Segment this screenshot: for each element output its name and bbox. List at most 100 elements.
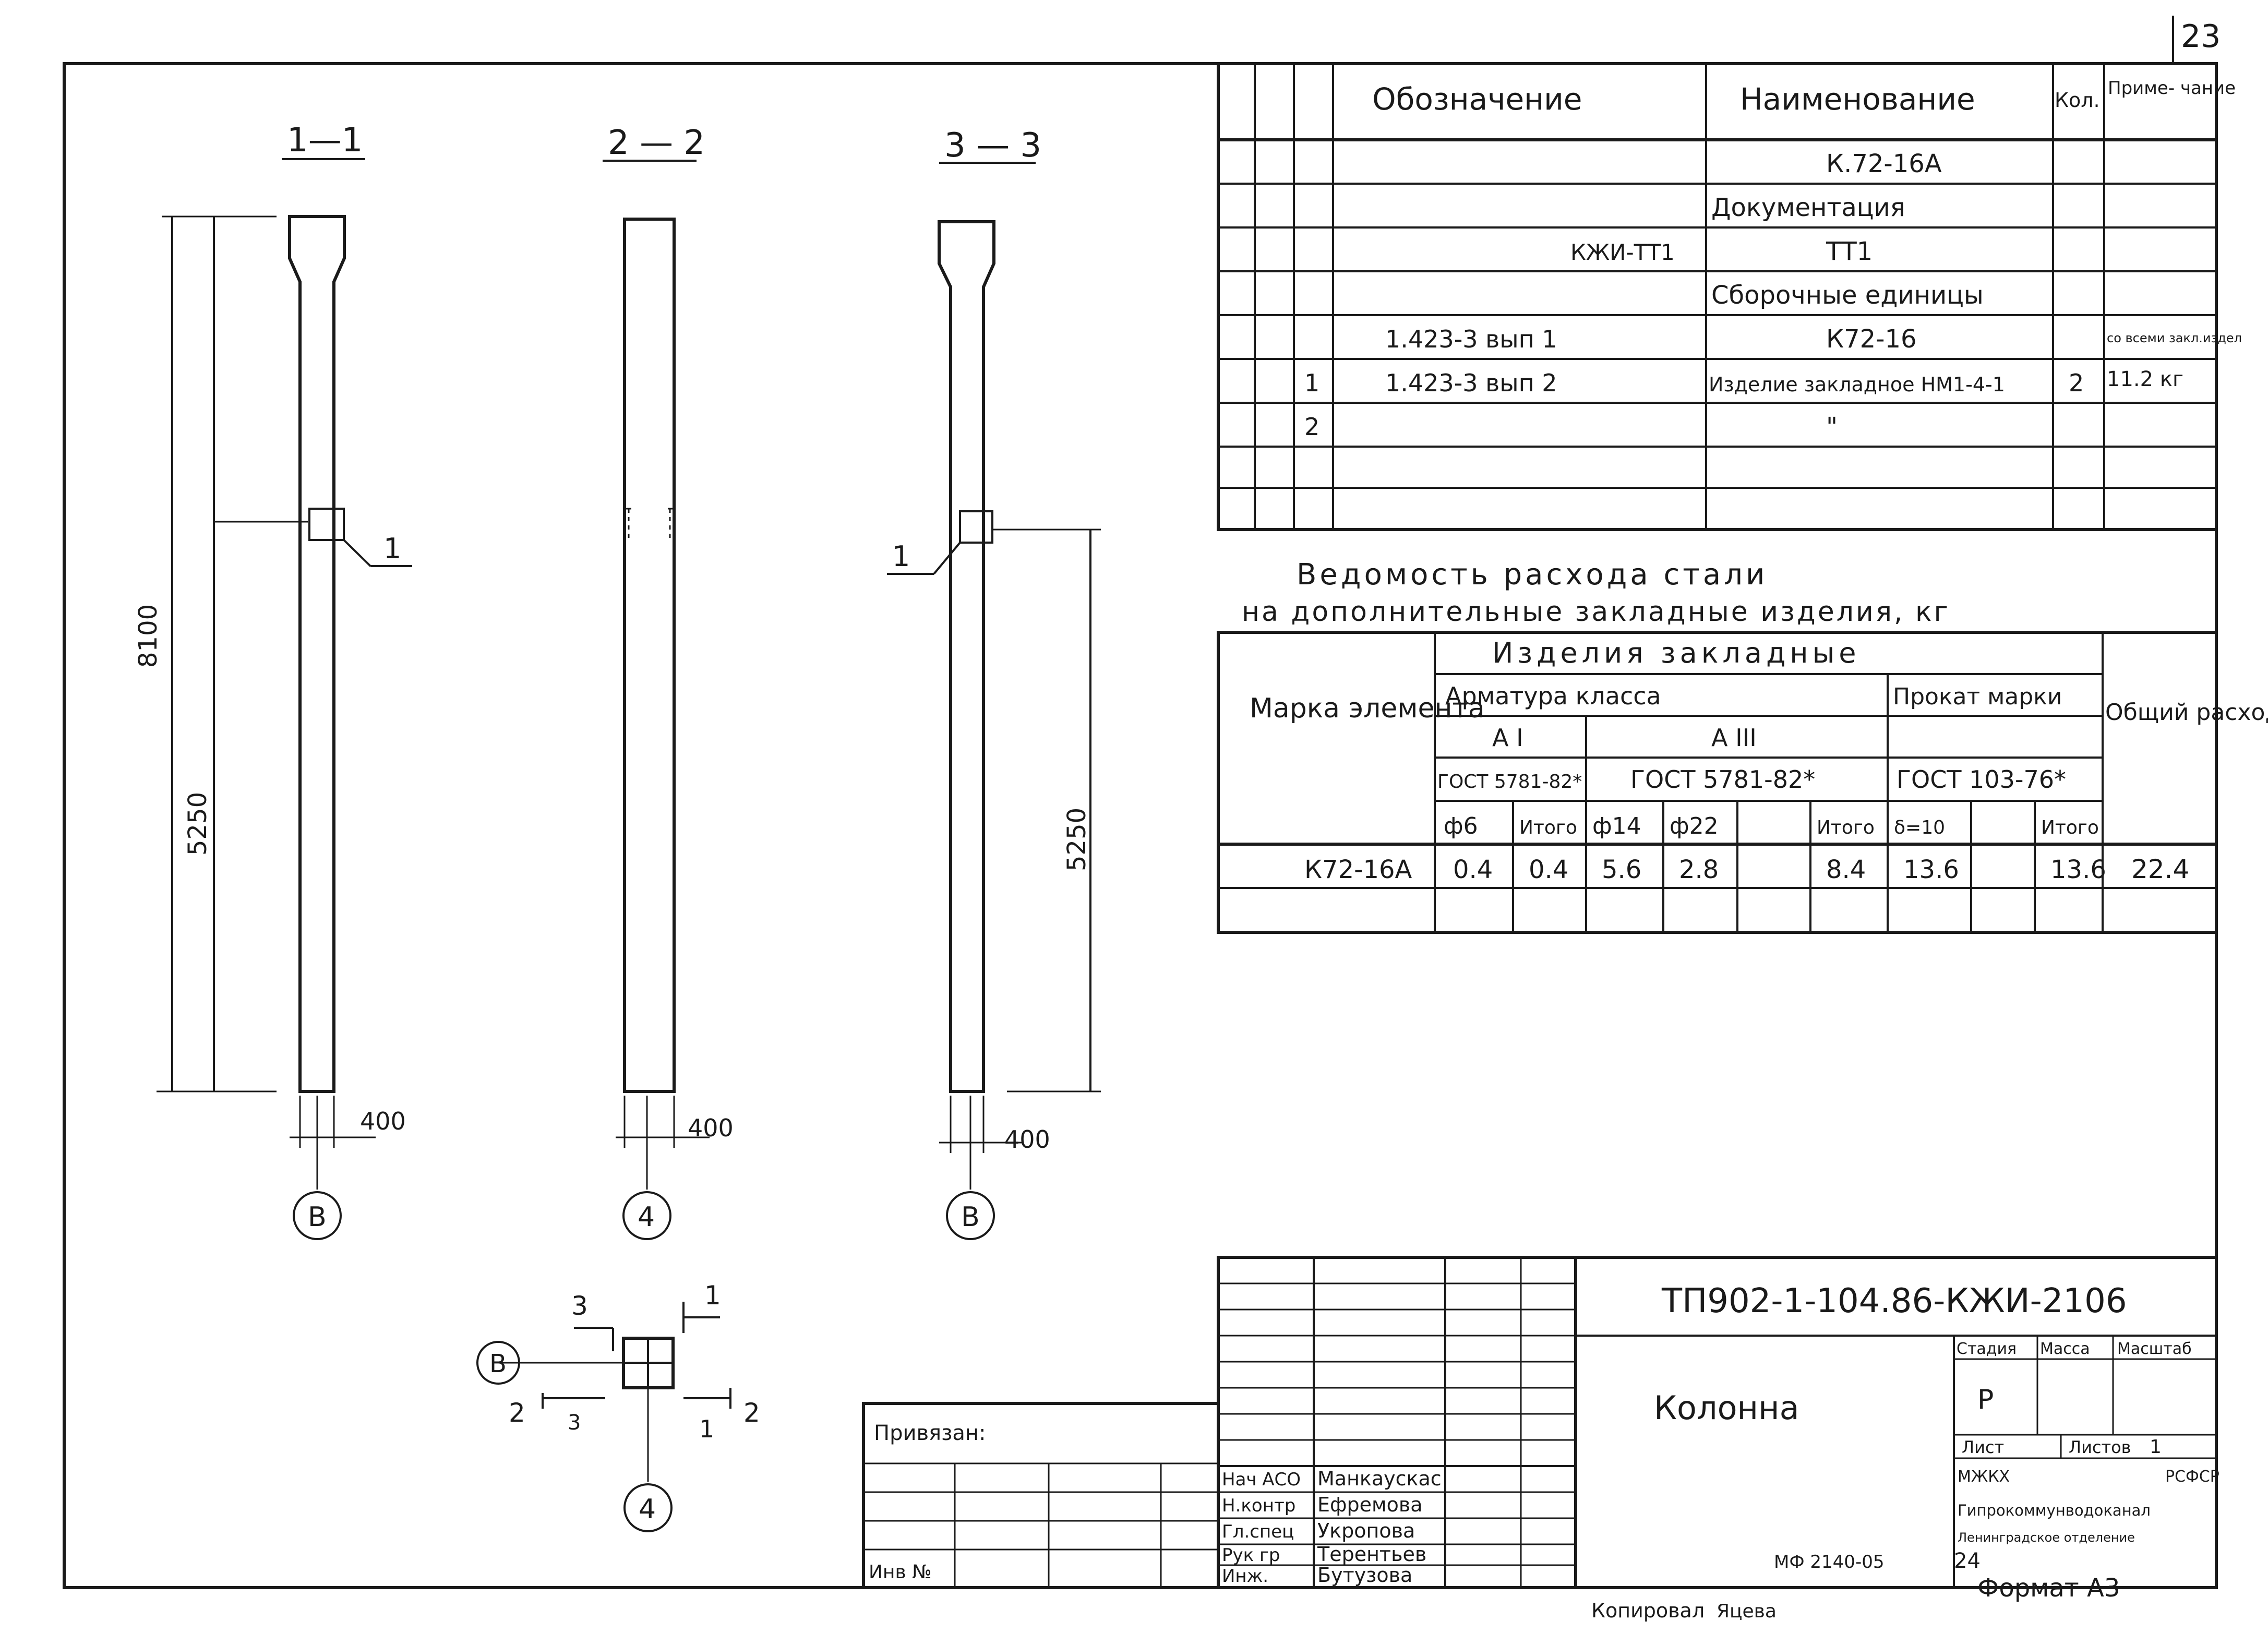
spec-row-name: Изделие закладное НМ1-4-1 [1709,373,2005,396]
dim-5250-sec1: 5250 [183,792,212,856]
axis-b-sec1: В [308,1202,327,1233]
steel-header-rebar: Арматура класса [1445,682,1661,710]
spec-table: Обозначение Наименование Кол. Приме- чан… [1217,62,2236,531]
sheets-label: Листов [2069,1437,2131,1457]
role-person: Манкаускас [1317,1467,1442,1490]
inv-label: Инв № [869,1562,932,1583]
spec-row-name: Документация [1711,193,1905,222]
spec-row-name: Сборочные единицы [1711,281,1984,310]
axis-4-sec2: 4 [638,1202,655,1233]
section-2-2: 2 — 2 400 4 [603,124,734,1240]
steel-row-value: 0.4 [1453,855,1493,884]
role-title: Инж. [1222,1566,1268,1587]
steel-gost-a1: ГОСТ 5781-82* [1437,771,1582,793]
doc-name: Колонна [1654,1389,1799,1427]
dim-5250-sec3: 5250 [1062,808,1091,871]
role-person: Терентьев [1317,1543,1426,1566]
spec-row-pos: 1 [1304,369,1319,397]
plan-cut-3-left: 3 [568,1411,581,1435]
bound-label: Привязан: [874,1421,986,1445]
spec-row-name: К72-16 [1826,325,1917,354]
callout-1-sec1: 1 [383,532,401,565]
spec-row-pos: 2 [1304,413,1319,441]
section-1-1: 1—1 1 8100 5250 400 В [134,121,412,1240]
plan-cut-3-top: 3 [571,1291,588,1321]
steel-row-value: 13.6 [1903,855,1959,884]
steel-header-mark: Марка элемента [1250,693,1485,724]
sheet-number: 23 [2181,18,2221,55]
dim-400-sec1: 400 [360,1107,406,1135]
copied-label: Копировал [1591,1599,1705,1622]
org-2: РСФСР [2165,1468,2219,1486]
spec-row-name: ТТ1 [1826,237,1873,266]
copier-name: Яцева [1717,1601,1777,1622]
spec-row-designation: КЖИ-ТТ1 [1570,239,1675,265]
steel-header-total: Общий расход [2105,699,2268,726]
plan-cut-2-left: 2 [509,1398,525,1428]
steel-statement: Ведомость расхода стали на дополнительны… [1217,558,2268,934]
plan-axis-b: В [489,1349,507,1378]
steel-subheader: ф22 [1670,813,1719,839]
steel-row-mark: К72-16А [1304,855,1412,884]
role-title: Н.контр [1222,1495,1295,1516]
role-person: Ефремова [1317,1493,1423,1516]
spec-header-designation: Обозначение [1372,81,1582,117]
axis-marker-b-sec1 [293,1191,342,1240]
callout-1-sec3: 1 [892,540,910,573]
spec-row-designation: 1.423-3 вып 1 [1385,325,1557,353]
dim-8100-sec1: 8100 [134,604,163,668]
section-3-3: 3 — 3 1 5250 400 В [887,126,1101,1240]
axis-marker-4-sec2 [622,1191,671,1240]
role-person: Бутузова [1317,1564,1412,1587]
spec-row-note: со всеми закл.издел [2107,331,2242,345]
spec-row-note: 11.2 кг [2107,367,2183,391]
spec-row-name: " [1826,412,1838,441]
steel-class-a1: А I [1492,724,1523,752]
org-1: МЖКХ [1958,1468,2010,1486]
section-2-2-label: 2 — 2 [608,124,705,162]
axis-marker-b-sec3 [946,1191,995,1240]
steel-row-total: 22.4 [2131,854,2189,884]
stage-label: Стадия [1957,1340,2017,1358]
order-number: МФ 2140-05 [1774,1552,1884,1572]
axis-b-sec3: В [961,1202,980,1233]
steel-row-value: 8.4 [1826,855,1866,884]
scale-label: Масштаб [2117,1340,2192,1358]
plan-detail: В 4 3 1 2 3 2 1 [476,1280,760,1532]
org-3: Гипрокоммунводоканал [1958,1502,2151,1519]
plan-cut-1-right: 1 [699,1415,714,1443]
mass-label: Масса [2040,1340,2090,1358]
stage-value: Р [1977,1384,1994,1415]
steel-subheader: ф14 [1592,813,1641,839]
spec-header-note: Приме- чание [2108,78,2236,99]
steel-row-value: 0.4 [1529,855,1568,884]
plan-axis-4: 4 [639,1494,656,1525]
section-3-3-label: 3 — 3 [944,126,1041,165]
doc-code: ТП902-1-104.86-КЖИ-2106 [1661,1282,2127,1320]
spec-row-qty: 2 [2069,369,2084,397]
sheets-value: 1 [2150,1436,2162,1458]
page-number: 24 [1954,1549,1981,1573]
role-title: Гл.спец [1222,1521,1294,1542]
steel-title-1: Ведомость расхода стали [1297,558,1768,592]
dim-400-sec3: 400 [1004,1125,1050,1154]
plan-cut-2-right: 2 [743,1398,760,1428]
steel-gost-a3: ГОСТ 5781-82* [1630,765,1815,794]
steel-row-value: 2.8 [1679,855,1719,884]
steel-row-value: 5.6 [1602,855,1641,884]
role-title: Нач АСО [1222,1469,1301,1490]
steel-subheader: Итого [1817,817,1875,838]
steel-title-2: на дополнительные закладные изделия, кг [1242,596,1950,628]
role-person: Укропова [1317,1519,1415,1542]
steel-subheader: δ=10 [1894,817,1945,838]
format-label: Формат А3 [1977,1574,2120,1603]
steel-class-a3: А III [1711,724,1757,752]
spec-row-designation: 1.423-3 вып 2 [1385,369,1557,397]
dim-400-sec2: 400 [688,1114,734,1142]
steel-subheader: ф6 [1444,813,1478,839]
